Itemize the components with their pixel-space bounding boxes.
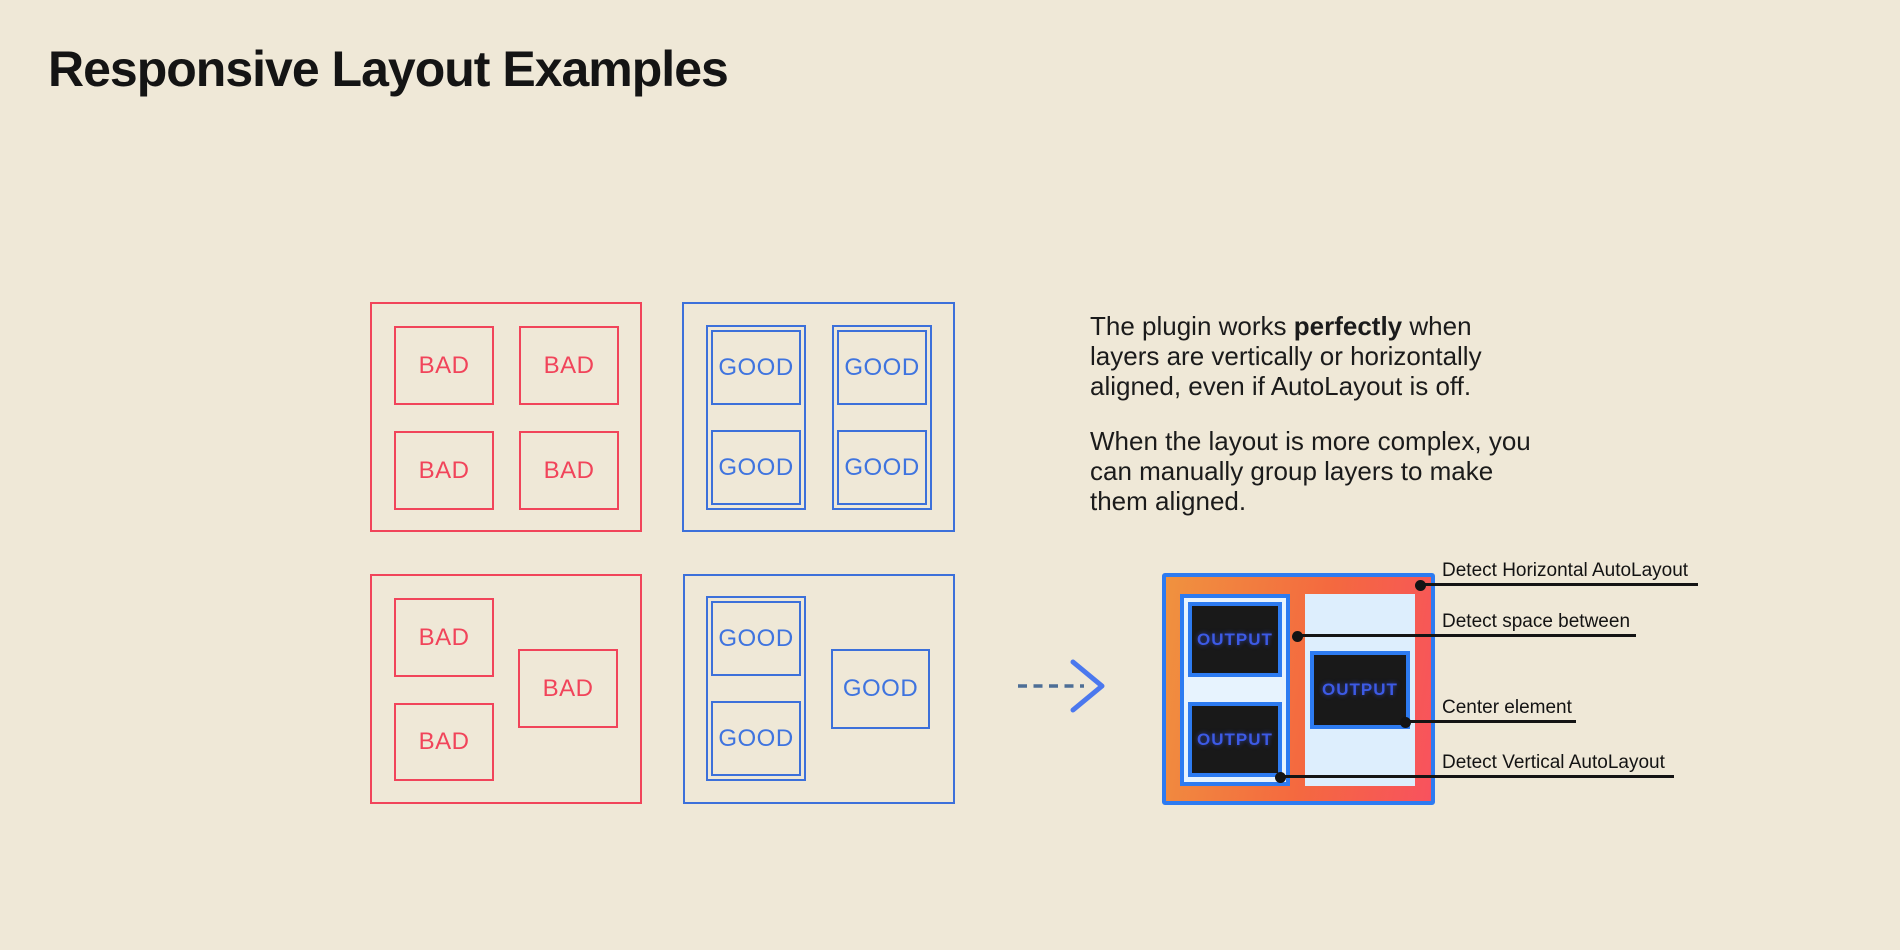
good-group-column: GOOD GOOD: [706, 596, 806, 781]
bad-label: BAD: [418, 623, 470, 651]
output-box: OUTPUT: [1188, 602, 1282, 677]
text-line: layers are vertically or horizontally: [1090, 341, 1482, 371]
bad-box: BAD: [518, 649, 618, 728]
output-label: OUTPUT: [1197, 729, 1273, 749]
text-line: The plugin works perfectly when: [1090, 311, 1472, 341]
good-label: GOOD: [718, 724, 794, 752]
output-label: OUTPUT: [1322, 680, 1398, 699]
good-label: GOOD: [718, 624, 794, 652]
description-text: The plugin works perfectly when layers a…: [1090, 311, 1531, 516]
bad-label: BAD: [418, 456, 470, 484]
arrow-right-icon: [1018, 659, 1105, 713]
bad-box: BAD: [394, 326, 494, 405]
page-title: Responsive Layout Examples: [48, 41, 729, 97]
good-box: GOOD: [711, 430, 801, 505]
bad-box: BAD: [394, 703, 494, 781]
text-line: When the layout is more complex, you: [1090, 426, 1531, 456]
output-box: OUTPUT: [1310, 651, 1410, 729]
bad-box: BAD: [519, 326, 619, 405]
annotation-label-horizontal: Detect Horizontal AutoLayout: [1442, 560, 1689, 581]
good-box: GOOD: [711, 701, 801, 776]
output-center-column: OUTPUT: [1305, 594, 1415, 786]
annotation-line: [1280, 775, 1674, 778]
text-line: them aligned.: [1090, 486, 1247, 516]
good-box: GOOD: [711, 330, 801, 405]
good-box: GOOD: [711, 601, 801, 676]
text-line: can manually group layers to make: [1090, 456, 1494, 486]
good-label: GOOD: [844, 353, 920, 381]
good-group-column: GOOD GOOD: [832, 325, 932, 510]
annotation-line: [1297, 634, 1636, 637]
output-frame: OUTPUT OUTPUT OUTPUT: [1162, 573, 1435, 805]
bad-label: BAD: [542, 674, 594, 702]
good-box: GOOD: [837, 330, 927, 405]
output-vertical-autolayout-group: OUTPUT OUTPUT: [1180, 594, 1290, 786]
annotation-dot: [1275, 772, 1286, 783]
bad-label: BAD: [543, 351, 595, 379]
good-box: GOOD: [831, 649, 930, 729]
bad-box: BAD: [394, 598, 494, 677]
good-label: GOOD: [844, 453, 920, 481]
bad-box: BAD: [519, 431, 619, 510]
panel-bad-aligned: BAD BAD BAD BAD: [370, 302, 642, 532]
bad-box: BAD: [394, 431, 494, 510]
panel-good-aligned: GOOD GOOD GOOD GOOD: [682, 302, 955, 532]
bad-label: BAD: [543, 456, 595, 484]
description-paragraph-2: When the layout is more complex, you can…: [1090, 426, 1531, 516]
text-line: aligned, even if AutoLayout is off.: [1090, 371, 1472, 401]
annotation-label-space-between: Detect space between: [1442, 611, 1631, 632]
description-paragraph-1: The plugin works perfectly when layers a…: [1090, 311, 1531, 401]
output-box: OUTPUT: [1188, 702, 1282, 777]
bad-label: BAD: [418, 351, 470, 379]
annotation-label-vertical: Detect Vertical AutoLayout: [1442, 752, 1665, 773]
bad-label: BAD: [418, 728, 470, 755]
panel-good-complex: GOOD GOOD GOOD: [683, 574, 955, 804]
annotation-label-center: Center element: [1442, 697, 1572, 718]
annotation-line: [1405, 720, 1576, 723]
output-label: OUTPUT: [1197, 629, 1273, 649]
annotation-dot: [1415, 580, 1426, 591]
annotation-line: [1420, 583, 1698, 586]
good-group-column: GOOD GOOD: [706, 325, 806, 510]
panel-bad-complex: BAD BAD BAD: [370, 574, 642, 804]
good-label: GOOD: [718, 453, 794, 481]
good-label: GOOD: [842, 675, 919, 702]
good-label: GOOD: [718, 353, 794, 381]
good-box: GOOD: [837, 430, 927, 505]
annotation-dot: [1292, 631, 1303, 642]
annotation-dot: [1400, 717, 1411, 728]
